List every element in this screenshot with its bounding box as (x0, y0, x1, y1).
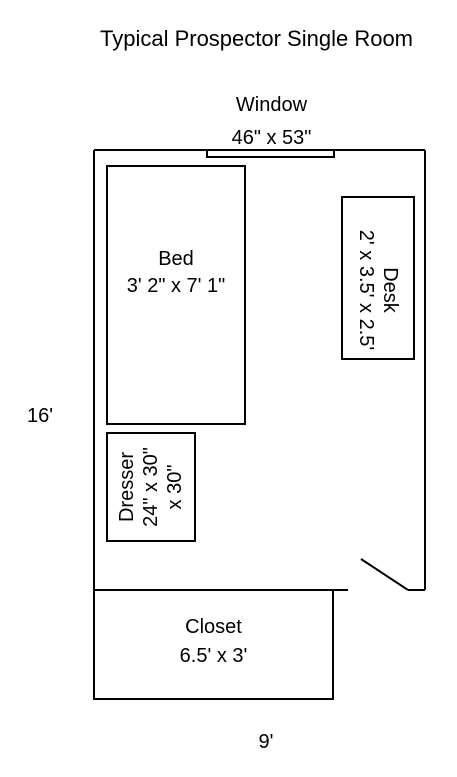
window-size: 46" x 53" (231, 127, 312, 149)
closet-label: Closet (185, 616, 242, 638)
bed-size: 3' 2" x 7' 1" (126, 275, 226, 297)
dresser-text: Dresser 24" x 30" x 30" (115, 432, 187, 542)
desk-text: Desk 2' x 3.5' x 2.5' (354, 208, 402, 372)
dresser-shape (106, 432, 196, 542)
desk-size: 2' x 3.5' x 2.5' (355, 229, 377, 351)
bed-label: Bed (158, 248, 194, 270)
width-dimension: 9' (258, 731, 274, 753)
closet-size: 6.5' x 3' (179, 645, 248, 667)
dresser-size-line1: 24" x 30" (140, 447, 162, 527)
dresser-label: Dresser (116, 452, 138, 523)
diagram-title: Typical Prospector Single Room (99, 26, 414, 51)
height-dimension: 16' (26, 405, 54, 427)
window-label: Window (235, 94, 308, 116)
desk-shape (341, 196, 415, 360)
closet-shape (93, 589, 334, 700)
window-shape (206, 149, 335, 158)
bed-shape (106, 165, 246, 425)
desk-label: Desk (379, 267, 401, 313)
door-line (360, 558, 409, 591)
dresser-size-line2: x 30" (164, 464, 186, 510)
